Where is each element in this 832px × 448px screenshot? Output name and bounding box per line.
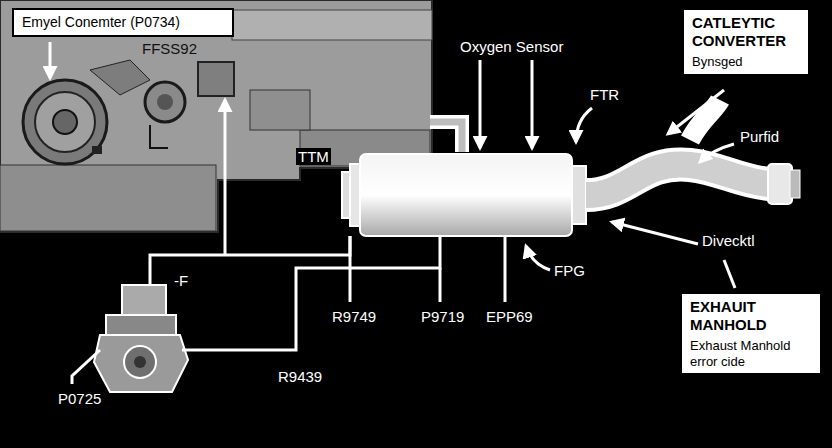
pump-assembly — [94, 285, 188, 392]
callout-code: P0725 — [56, 390, 103, 407]
leader-lines — [50, 42, 735, 384]
label-box: Emyel Conemter (P0734) — [12, 8, 234, 37]
component-callout: Emyel Conemter (P0734) — [22, 14, 224, 31]
error-note: Exhaust Manhold error cide — [690, 338, 812, 369]
callout-code: TTM — [296, 148, 331, 165]
sensor-label: Oxygen Sensor — [458, 38, 565, 55]
label-box: EXHAUIT MANHOLD Exhaust Manhold error cid… — [680, 292, 822, 375]
callout-code: R9749 — [330, 308, 378, 325]
callout-code: Purfid — [738, 128, 781, 145]
callout-code: Divecktl — [700, 232, 757, 249]
callout-code: FFSS92 — [140, 40, 199, 57]
catalytic-cylinder — [342, 154, 586, 236]
part-note: Bynsged — [692, 54, 800, 70]
callout-code: P9719 — [419, 308, 466, 325]
label-box: CATLEYTIC CONVERTER Bynsged — [682, 8, 810, 76]
part-heading: CATLEYTIC CONVERTER — [692, 14, 800, 50]
callout-code: FPG — [552, 262, 587, 279]
callout-code: EPP69 — [484, 308, 535, 325]
callout-code: R9439 — [276, 368, 324, 385]
callout-code: -F — [172, 272, 190, 289]
part-heading: EXHAUIT MANHOLD — [690, 298, 812, 334]
callout-code: FTR — [588, 86, 621, 103]
